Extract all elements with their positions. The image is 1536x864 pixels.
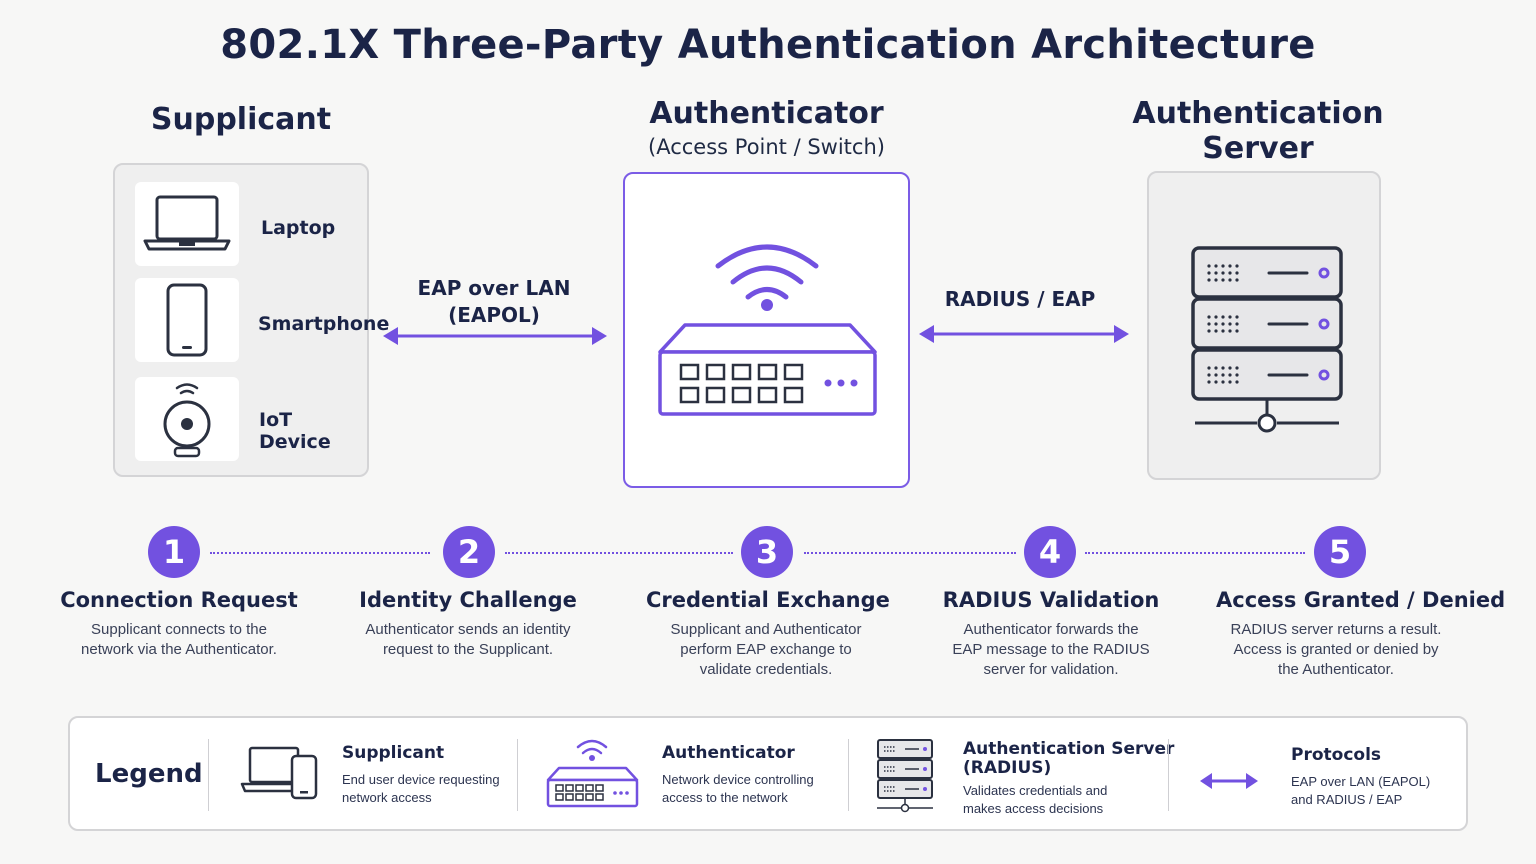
step-desc-5-line2: Access is granted or denied by <box>1233 641 1439 658</box>
legend-authenticator-desc-line1: Network device controlling <box>662 772 814 787</box>
step-connector-3-4 <box>804 552 1016 554</box>
step-number-5: 5 <box>1314 526 1366 578</box>
legend-supplicant-desc-line2: network access <box>342 790 432 805</box>
legend-server-desc: Validates credentials and makes access d… <box>963 782 1183 818</box>
radius-arrow-icon <box>919 325 1129 343</box>
legend-title: Legend <box>95 759 203 789</box>
eapol-label-line1: EAP over LAN <box>417 276 571 300</box>
step-5: Access Granted / Denied RADIUS server re… <box>1216 588 1506 680</box>
step-desc-5: RADIUS server returns a result. Access i… <box>1216 620 1456 680</box>
legend-authenticator-desc: Network device controlling access to the… <box>662 771 852 807</box>
step-desc-1-line2: network via the Authenticator. <box>81 641 277 658</box>
step-desc-2-line1: Authenticator sends an identity <box>365 621 571 638</box>
step-title-3: Credential Exchange <box>646 588 890 612</box>
radius-server-icon <box>1191 246 1343 433</box>
eapol-arrow-icon <box>383 327 607 345</box>
server-heading-text: Authentication Server <box>1132 96 1384 166</box>
device-label-laptop: Laptop <box>261 217 336 239</box>
step-3: Credential Exchange Supplicant and Authe… <box>646 588 890 680</box>
device-label-iot: IoT Device <box>259 409 331 453</box>
eapol-label: EAP over LAN (EAPOL) <box>400 275 588 329</box>
step-4: RADIUS Validation Authenticator forwards… <box>931 588 1171 680</box>
step-desc-1-line1: Supplicant connects to the <box>91 621 267 638</box>
laptop-icon <box>143 195 231 251</box>
legend-item-supplicant: Supplicant End user device requesting ne… <box>342 744 532 807</box>
legend-supplicant-icon <box>240 746 318 800</box>
device-label-smartphone: Smartphone <box>258 313 390 335</box>
step-desc-3-line3: validate credentials. <box>699 661 833 678</box>
step-number-1: 1 <box>148 526 200 578</box>
eapol-label-line2: (EAPOL) <box>448 303 540 327</box>
authenticator-subheading: (Access Point / Switch) <box>648 135 885 159</box>
smartphone-tile <box>135 278 239 362</box>
legend-protocols-head: Protocols <box>1291 745 1382 765</box>
step-title-1: Connection Request <box>60 588 298 612</box>
step-desc-5-line1: RADIUS server returns a result. <box>1230 621 1442 638</box>
step-title-4: RADIUS Validation <box>942 588 1160 612</box>
legend-divider <box>848 739 849 811</box>
step-desc-2: Authenticator sends an identity request … <box>348 620 588 660</box>
step-connector-4-5 <box>1085 552 1305 554</box>
legend-divider <box>208 739 209 811</box>
legend-supplicant-head: Supplicant <box>342 743 445 763</box>
step-desc-4: Authenticator forwards the EAP message t… <box>931 620 1171 680</box>
step-desc-2-line2: request to the Supplicant. <box>382 641 554 658</box>
legend-authenticator-desc-line2: access to the network <box>662 790 788 805</box>
legend-protocols-desc-line2: and RADIUS / EAP <box>1291 792 1403 807</box>
step-title-2: Identity Challenge <box>359 588 577 612</box>
legend-server-desc-line1: Validates credentials and <box>963 783 1108 798</box>
authenticator-heading-text: Authenticator <box>649 96 884 131</box>
step-desc-3-line2: perform EAP exchange to <box>680 641 852 658</box>
step-desc-4-line2: EAP message to the RADIUS <box>952 641 1150 658</box>
legend-server-icon <box>877 739 933 813</box>
server-heading: Authentication Server (RADIUS) <box>1100 96 1416 194</box>
legend-item-server: Authentication Server (RADIUS) Validates… <box>963 740 1183 818</box>
legend-protocol-arrow-icon <box>1200 773 1258 789</box>
step-title-5: Access Granted / Denied <box>1216 588 1506 612</box>
step-number-4: 4 <box>1024 526 1076 578</box>
server-panel <box>1147 171 1381 480</box>
supplicant-heading-text: Supplicant <box>150 102 332 137</box>
laptop-tile <box>135 182 239 266</box>
step-desc-3: Supplicant and Authenticator perform EAP… <box>646 620 886 680</box>
legend-divider <box>517 739 518 811</box>
legend-server-desc-line2: makes access decisions <box>963 801 1104 816</box>
legend-server-head: Authentication Server <box>963 739 1175 759</box>
legend-item-protocols: Protocols EAP over LAN (EAPOL) and RADIU… <box>1291 746 1461 809</box>
step-desc-5-line3: the Authenticator. <box>1278 661 1394 678</box>
legend-server-head2: (RADIUS) <box>963 758 1052 778</box>
legend-authenticator-icon <box>546 739 639 808</box>
supplicant-panel: Laptop Smartphone IoT Device <box>113 163 389 477</box>
legend-supplicant-desc: End user device requesting network acces… <box>342 771 532 807</box>
legend-item-authenticator: Authenticator Network device controlling… <box>662 744 852 807</box>
radius-label: RADIUS / EAP <box>944 287 1096 311</box>
switch-access-point-icon <box>658 244 877 416</box>
smartphone-icon <box>166 283 208 357</box>
legend-supplicant-desc-line1: End user device requesting <box>342 772 500 787</box>
authenticator-panel <box>623 172 910 488</box>
step-number-2: 2 <box>443 526 495 578</box>
step-desc-3-line1: Supplicant and Authenticator <box>670 621 862 638</box>
iot-camera-icon <box>163 383 211 458</box>
page-title: 802.1X Three-Party Authentication Archit… <box>220 22 1316 68</box>
supplicant-heading: Supplicant <box>113 102 369 137</box>
step-desc-1: Supplicant connects to the network via t… <box>59 620 299 660</box>
step-connector-1-2 <box>210 552 430 554</box>
step-1: Connection Request Supplicant connects t… <box>59 588 299 660</box>
legend-protocols-desc-line1: EAP over LAN (EAPOL) <box>1291 774 1431 789</box>
authenticator-heading: Authenticator (Access Point / Switch) <box>600 96 933 159</box>
step-number-3: 3 <box>741 526 793 578</box>
legend: Legend Supplicant End user device reques… <box>68 716 1468 831</box>
step-2: Identity Challenge Authenticator sends a… <box>348 588 588 660</box>
iot-tile <box>135 377 239 461</box>
legend-divider <box>1168 739 1169 811</box>
legend-authenticator-head: Authenticator <box>662 743 795 763</box>
step-desc-4-line1: Authenticator forwards the <box>963 621 1139 638</box>
step-desc-4-line3: server for validation. <box>983 661 1119 678</box>
legend-protocols-desc: EAP over LAN (EAPOL) and RADIUS / EAP <box>1291 773 1461 809</box>
step-connector-2-3 <box>505 552 733 554</box>
